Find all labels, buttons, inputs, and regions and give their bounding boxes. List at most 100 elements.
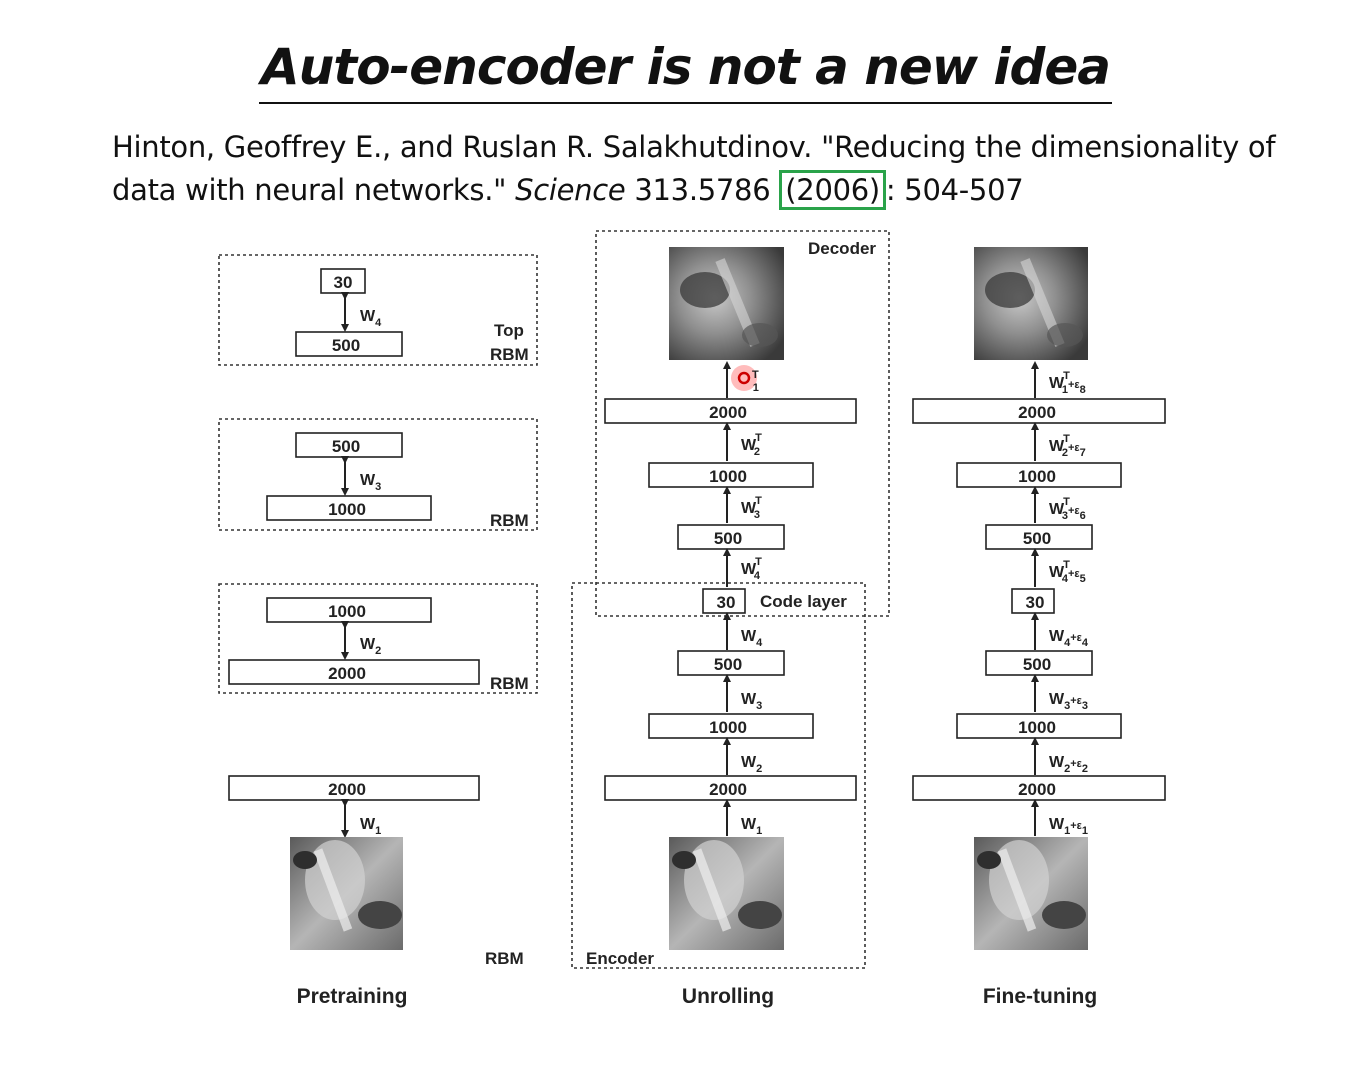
pre-w3-letter: W <box>360 472 376 489</box>
pre-layer-1000-a-label: 1000 <box>328 500 366 519</box>
unroll-code-layer-30 <box>702 588 746 614</box>
pre-layer-500 <box>295 432 403 458</box>
rbm-frame-3 <box>218 418 538 531</box>
top-rbm-label-rbm: RBM <box>490 345 529 364</box>
fine-w2-letter: W <box>1049 754 1065 771</box>
fine-layer-500-bottom-label: 500 <box>1023 655 1051 674</box>
pre-weight-w1: W1 <box>360 816 381 837</box>
fine-e8-sub: 8 <box>1080 384 1086 396</box>
pre-layer-500-top-label: 500 <box>332 336 360 355</box>
unroll-w3t-sup: T <box>755 495 762 507</box>
fine-e5: +ε <box>1068 568 1080 580</box>
fine-layer-500-bottom <box>985 650 1093 676</box>
fine-w4t-sub: 4 <box>1062 573 1069 585</box>
fine-layer-1000-bottom-label: 1000 <box>1018 718 1056 737</box>
pretraining-column: 30 W4 500 Top RBM 500 W3 1000 RBM 1000 W… <box>218 254 538 1008</box>
fine-w3t-sub: 3 <box>1062 510 1068 522</box>
unroll-output-face-image <box>669 247 784 360</box>
fine-w1t-letter: W <box>1049 375 1065 392</box>
cursor-indicator <box>731 365 757 391</box>
pre-input-face-image <box>290 837 403 950</box>
fine-layer-2000-top-label: 2000 <box>1018 403 1056 422</box>
top-rbm-label-top: Top <box>494 321 524 340</box>
unroll-weight-w2: W2 <box>741 754 762 775</box>
unroll-w4t-sup: T <box>755 556 762 568</box>
unroll-layer-2000-bottom <box>604 775 857 801</box>
fine-e7: +ε <box>1068 442 1080 454</box>
citation: Hinton, Geoffrey E., and Ruslan R. Salak… <box>112 126 1342 212</box>
pre-w1-letter: W <box>360 816 376 833</box>
rbm-label-2: RBM <box>490 674 529 693</box>
caption-finetuning: Fine-tuning <box>983 985 1097 1008</box>
fine-e7-sub: 7 <box>1080 447 1086 459</box>
pre-layer-1000-a <box>266 495 432 521</box>
pre-layer-2000-a <box>228 659 480 685</box>
pre-layer-1000-b-label: 1000 <box>328 602 366 621</box>
title-wrap: Auto-encoder is not a new idea <box>0 36 1371 104</box>
fine-code-layer-30 <box>1011 588 1055 614</box>
unroll-layer-1000-top <box>648 462 814 488</box>
unroll-weight-w4t: WT 4 <box>741 556 762 582</box>
citation-journal: Science <box>515 173 626 207</box>
encoder-label: Encoder <box>586 949 654 968</box>
fine-weight-w1-e1: W1+ε1 <box>1049 816 1088 837</box>
pre-w3-sub: 3 <box>375 481 381 493</box>
unroll-layer-2000-top-label: 2000 <box>709 403 747 422</box>
fine-layer-1000-bottom <box>956 713 1122 739</box>
fine-e1-sub: 1 <box>1082 825 1088 837</box>
unroll-w2t-sup: T <box>755 432 762 444</box>
unroll-weight-w1: W1 <box>741 816 762 837</box>
pre-layer-2000-b-label: 2000 <box>328 780 366 799</box>
unroll-layer-1000-bottom-label: 1000 <box>709 718 747 737</box>
fine-weight-w2-e2: W2+ε2 <box>1049 754 1088 775</box>
fine-layer-1000-top <box>956 462 1122 488</box>
fine-layer-2000-bottom-label: 2000 <box>1018 780 1056 799</box>
pre-layer-2000-a-label: 2000 <box>328 664 366 683</box>
fine-e2-sub: 2 <box>1082 763 1088 775</box>
rbm-label-3: RBM <box>490 511 529 530</box>
pre-layer-2000-b <box>228 775 480 801</box>
unroll-w4t-letter: W <box>741 561 757 578</box>
unroll-w1t-sup: T <box>752 369 759 381</box>
pre-layer-1000-b <box>266 597 432 623</box>
unroll-layer-1000-bottom <box>648 713 814 739</box>
fine-w3-letter: W <box>1049 691 1065 708</box>
fine-w1-sub: 1 <box>1064 825 1070 837</box>
fine-layer-500-top <box>985 524 1093 550</box>
unroll-w3-sub: 3 <box>756 700 762 712</box>
fine-w2-sub: 2 <box>1064 763 1070 775</box>
fine-w1t-sub: 1 <box>1062 384 1068 396</box>
pre-w1-sub: 1 <box>375 825 381 837</box>
fine-w3t-letter: W <box>1049 501 1065 518</box>
fine-e6: +ε <box>1068 505 1080 517</box>
pre-weight-w4: W4 <box>360 308 382 329</box>
encoder-frame <box>571 582 866 969</box>
fine-layer-2000-bottom <box>912 775 1166 801</box>
unroll-layer-500-bottom <box>677 650 785 676</box>
citation-volume: 313.5786 <box>634 173 771 207</box>
unroll-weight-w4: W4 <box>741 628 763 649</box>
unroll-w2-letter: W <box>741 754 757 771</box>
unroll-w3-letter: W <box>741 691 757 708</box>
unroll-weight-w3: W3 <box>741 691 762 712</box>
fine-e8: +ε <box>1068 379 1080 391</box>
fine-weight-w4-e4: W4+ε4 <box>1049 628 1089 649</box>
fine-w4-letter: W <box>1049 628 1065 645</box>
pre-w2-sub: 2 <box>375 645 381 657</box>
pre-w2-letter: W <box>360 636 376 653</box>
unroll-w4t-sub: 4 <box>754 570 761 582</box>
pre-layer-30-label: 30 <box>334 273 353 292</box>
fine-w2t-letter: W <box>1049 438 1065 455</box>
fine-output-face-image <box>974 247 1088 360</box>
unroll-layer-500-top-label: 500 <box>714 529 742 548</box>
caption-unrolling: Unrolling <box>682 985 774 1008</box>
